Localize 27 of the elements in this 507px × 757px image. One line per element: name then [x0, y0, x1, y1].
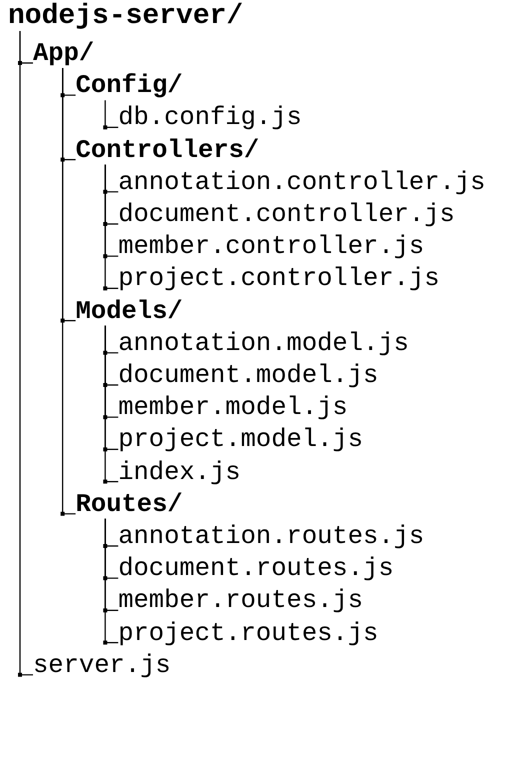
- folder-name: Controllers/: [76, 136, 260, 165]
- tree-connector: [104, 518, 118, 644]
- tree-connector: [104, 164, 118, 289]
- file-name: document.model.js: [118, 362, 378, 390]
- tree-connector: [104, 326, 118, 482]
- folder-name: App/: [33, 40, 94, 68]
- file-name: annotation.controller.js: [118, 168, 486, 197]
- folder-name: Models/: [76, 298, 183, 326]
- file-name: member.routes.js: [118, 587, 364, 616]
- tree-connector: [104, 100, 118, 128]
- file-name: db.config.js: [118, 104, 302, 132]
- file-name: server.js: [33, 652, 171, 680]
- file-name: member.controller.js: [118, 233, 424, 262]
- file-name: annotation.routes.js: [118, 523, 424, 551]
- file-name: project.controller.js: [118, 265, 440, 294]
- file-name: project.routes.js: [118, 620, 378, 648]
- file-name: document.controller.js: [118, 201, 455, 229]
- file-name: project.model.js: [118, 426, 364, 454]
- tree-connector: [19, 31, 33, 676]
- file-name: document.routes.js: [118, 555, 394, 584]
- file-name: member.model.js: [118, 394, 348, 422]
- folder-name: Routes/: [76, 490, 183, 519]
- file-name: annotation.model.js: [118, 330, 409, 358]
- folder-name: nodejs-server/: [8, 3, 244, 31]
- folder-name: Config/: [76, 72, 183, 100]
- tree-connector: [62, 68, 76, 514]
- file-name: index.js: [118, 458, 241, 487]
